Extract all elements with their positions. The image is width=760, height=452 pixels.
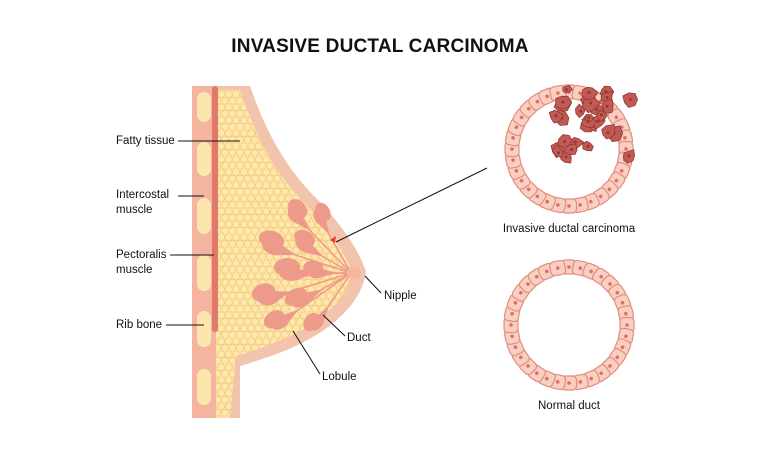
tumor-nucleus (589, 101, 593, 105)
label-intercostal-line2: muscle (116, 204, 153, 216)
leader-lines (166, 140, 488, 375)
duct-line (269, 272, 352, 299)
pectoralis-muscle (212, 86, 218, 332)
duct-line (317, 272, 352, 323)
label-intercostal-line1: Intercostal (116, 189, 170, 201)
tumor-nucleus (579, 109, 583, 113)
label-duct: Duct (347, 332, 371, 344)
lobule (284, 287, 323, 308)
label-nipple: Nipple (384, 290, 417, 302)
tumor-nucleus (627, 154, 631, 158)
lobule (287, 199, 311, 232)
tumor-nucleus (587, 90, 591, 94)
tumor-nucleus (564, 155, 568, 159)
tumor-nucleus (570, 148, 574, 152)
lobule (258, 230, 296, 256)
diagram-title: INVASIVE DUCTAL CARCINOMA (231, 36, 529, 57)
tumor-cell (551, 144, 564, 158)
tumor-nucleus (561, 100, 565, 104)
normal-duct-ring (503, 259, 635, 391)
duct-line (304, 245, 352, 274)
caption-invasive: Invasive ductal carcinoma (502, 223, 636, 235)
lobule (251, 283, 292, 306)
duct-line (273, 247, 352, 274)
tumor-nucleus (628, 98, 632, 102)
label-fatty-tissue: Fatty tissue (116, 135, 175, 147)
tumor-nucleus (557, 151, 561, 155)
duct-line (319, 217, 352, 274)
tumor-cluster (548, 85, 638, 164)
tumor-nucleus (595, 108, 599, 112)
label-lobule: Lobule (322, 371, 357, 383)
rib-bones (197, 92, 211, 405)
tumor-nucleus (604, 90, 608, 94)
tumor-spot (330, 236, 336, 243)
lobule (294, 229, 324, 257)
lobule (303, 305, 330, 332)
tumor-nucleus (599, 113, 603, 117)
tumor-nucleus (586, 144, 590, 148)
lobule (274, 258, 315, 281)
duct-line (280, 272, 352, 323)
duct-cell (549, 259, 567, 277)
tumor-nucleus (605, 104, 609, 108)
duct-line (302, 272, 352, 301)
duct-line (295, 215, 352, 274)
tumor-nucleus (606, 131, 610, 135)
ducts (269, 215, 352, 323)
tumor-nucleus (587, 116, 591, 120)
tumor-nucleus (554, 114, 558, 118)
tumor-nucleus (573, 140, 577, 144)
tumor-nucleus (605, 95, 609, 99)
tumor-nucleus (563, 140, 567, 144)
label-rib-bone: Rib bone (116, 319, 163, 331)
lobule (264, 309, 299, 330)
caption-normal: Normal duct (538, 400, 600, 412)
label-pectoralis-line1: Pectoralis (116, 249, 167, 261)
nipple-shape (347, 267, 361, 279)
tumor-nucleus (564, 88, 568, 92)
tumor-nucleus (596, 119, 600, 123)
lobule (313, 202, 331, 236)
label-pectoralis-line2: muscle (116, 264, 153, 276)
